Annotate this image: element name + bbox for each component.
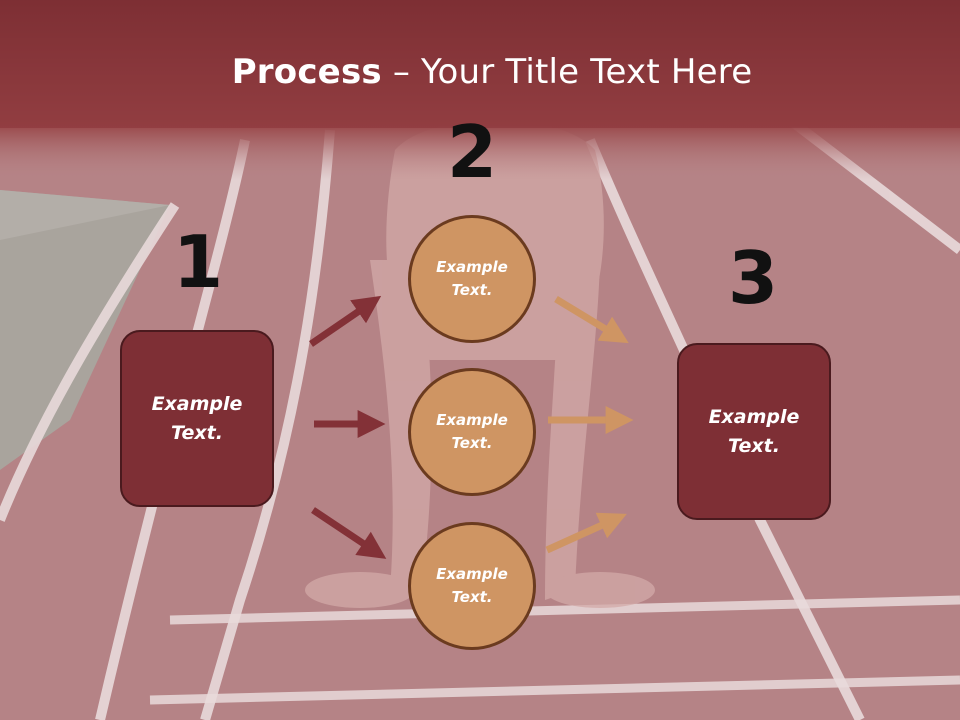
step-number-1: 1	[172, 220, 224, 304]
arrow-from-circle-1	[554, 296, 629, 344]
step-circle-1-text: Example Text.	[436, 258, 508, 299]
step-circle-3: Example Text.	[408, 522, 536, 650]
arrow-from-circle-3	[545, 512, 627, 554]
step-circle-3-text: Example Text.	[436, 565, 508, 606]
step-circle-2: Example Text.	[408, 368, 536, 496]
step-number-3: 3	[727, 236, 779, 320]
step-circle-2-text: Example Text.	[436, 411, 508, 452]
title-rest: – Your Title Text Here	[381, 52, 753, 92]
right-step-box-text: Example Text.	[708, 405, 800, 457]
right-step-box: Example Text.	[677, 343, 831, 520]
arrow-to-circle-1	[309, 295, 382, 347]
arrow-to-circle-3	[311, 507, 387, 559]
title-bold: Process	[231, 52, 382, 92]
step-number-2: 2	[446, 110, 498, 194]
left-step-box: Example Text.	[120, 330, 274, 507]
step-circle-1: Example Text.	[408, 215, 536, 343]
left-step-box-text: Example Text.	[151, 392, 243, 444]
slide-title: Process – Your Title Text Here	[0, 52, 960, 92]
